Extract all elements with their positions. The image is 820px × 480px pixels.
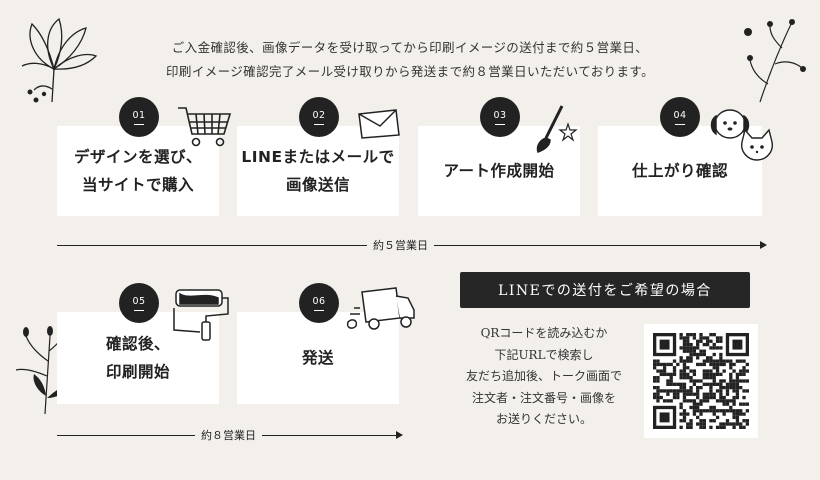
arrow-head-icon bbox=[760, 241, 767, 249]
step-title: LINEまたはメールで 画像送信 bbox=[241, 148, 395, 194]
timeline-label-second: 約８営業日 bbox=[201, 429, 256, 442]
intro-line-1: ご入金確認後、画像データを受け取ってから印刷イメージの送付まで約５営業日、 bbox=[171, 40, 649, 55]
delivery-truck-icon bbox=[346, 287, 415, 330]
arrow-head-icon bbox=[396, 431, 403, 439]
step-card-02: LINEまたはメールで 画像送信 bbox=[237, 126, 399, 216]
step-badge-01: 01 bbox=[119, 97, 159, 137]
twig-illustration-icon bbox=[744, 19, 806, 103]
timeline-label-first: 約５営業日 bbox=[373, 239, 428, 252]
envelope-icon bbox=[358, 109, 400, 139]
timeline-arrow-second: 約８営業日 bbox=[57, 427, 403, 443]
pets-icon bbox=[710, 109, 773, 161]
step-title: アート作成開始 bbox=[443, 162, 555, 180]
step-badge-04: 04 bbox=[660, 97, 700, 137]
step-title: デザインを選び、 当サイトで購入 bbox=[73, 148, 202, 194]
flower-illustration-icon bbox=[21, 17, 98, 103]
step-badge-05: 05 bbox=[119, 283, 159, 323]
step-card-03: アート作成開始 bbox=[418, 126, 580, 216]
line-banner: LINEでの送付をご希望の場合 bbox=[460, 272, 750, 308]
intro-text: ご入金確認後、画像データを受け取ってから印刷イメージの送付まで約５営業日、 印刷… bbox=[0, 36, 820, 84]
timeline-arrow-first: 約５営業日 bbox=[57, 237, 767, 253]
step-card-05: 確認後、 印刷開始 bbox=[57, 312, 219, 404]
shopping-cart-icon bbox=[178, 107, 232, 147]
step-title: 発送 bbox=[301, 349, 334, 367]
intro-line-2: 印刷イメージ確認完了メール受け取りから発送まで約８営業日いただいております。 bbox=[166, 64, 654, 79]
paintbrush-icon bbox=[536, 105, 578, 153]
step-title: 仕上がり確認 bbox=[631, 162, 728, 180]
qr-code-icon bbox=[653, 333, 749, 429]
step-card-04: 仕上がり確認 bbox=[598, 126, 762, 216]
step-badge-02: 02 bbox=[299, 97, 339, 137]
qr-code[interactable] bbox=[644, 324, 758, 438]
step-title: 確認後、 印刷開始 bbox=[105, 335, 170, 381]
step-badge-03: 03 bbox=[480, 97, 520, 137]
step-badge-06: 06 bbox=[299, 283, 339, 323]
paint-roller-icon bbox=[173, 289, 229, 341]
line-instructions: QRコードを読み込むか 下記URLで検索し 友だち追加後、トーク画面で 注文者・… bbox=[465, 326, 622, 426]
